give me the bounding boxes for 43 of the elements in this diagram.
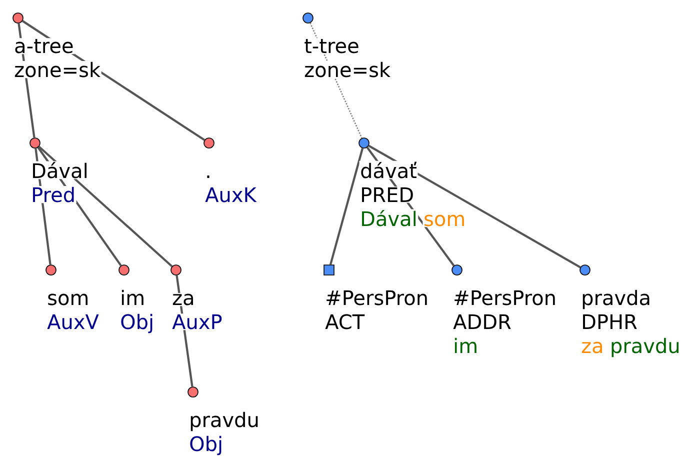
node-label: som [422,214,466,228]
node-label: #PersPron [324,290,430,306]
node-label: Dával [359,209,418,228]
node-label: zone=sk [13,61,102,78]
node-circle [170,264,182,276]
node-label: za [580,341,605,354]
node-label: t-tree [303,38,360,54]
node-label: za [171,293,196,306]
node-label: im [452,337,479,354]
node-label: Dával [30,161,90,180]
node-circle [204,138,214,148]
tree-edge [368,144,581,268]
node-circle [452,264,462,276]
node-label: . [204,174,212,179]
node-circle [302,12,314,24]
node-label: dávať [359,160,418,180]
node-label: zone=sk [303,61,392,78]
node-label: som [46,293,90,306]
node-label: Pred [30,186,76,204]
node-label: pravdu [188,411,260,432]
node-label: AuxV [46,314,100,330]
node-label: DPHR [580,314,638,330]
node-label: im [119,289,146,306]
node-circle [30,138,40,148]
node-circle [188,386,198,398]
node-circle [118,264,130,276]
tree-edge [329,148,364,265]
node-label: PRED [359,186,415,203]
node-label: Obj [188,435,224,456]
node-label: pravda [580,289,652,310]
node-label: a-tree [13,38,75,54]
node-label: pravdu [609,337,682,358]
node-label: ADDR [452,314,512,330]
node-label: AuxK [204,186,258,204]
node-label: #PersPron [452,290,558,306]
node-circle [12,12,24,24]
node-circle [46,264,56,276]
node-circle [358,138,370,148]
node-label: AuxP [171,314,224,330]
node-square [324,264,334,276]
node-label: ACT [324,313,366,330]
node-label: Obj [119,313,155,334]
node-circle [580,264,590,276]
